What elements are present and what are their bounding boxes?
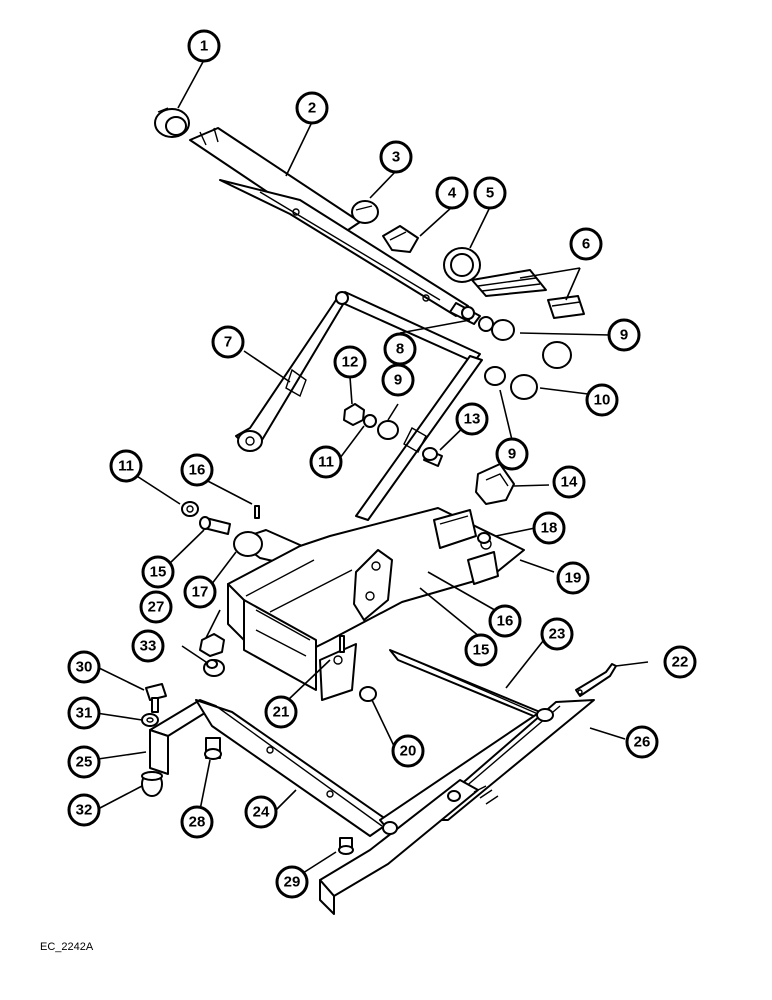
- parts-8-9-10-bushings: [377, 316, 572, 440]
- callout-11a: 11: [309, 445, 343, 479]
- svg-text:15: 15: [473, 642, 490, 659]
- callout-19: 19: [556, 561, 590, 595]
- svg-text:8: 8: [396, 341, 404, 358]
- svg-text:9: 9: [394, 372, 402, 389]
- part-13-screw: [422, 447, 443, 467]
- svg-text:12: 12: [342, 354, 359, 371]
- callout-24: 24: [244, 795, 278, 829]
- callout-1: 1: [187, 29, 221, 63]
- svg-text:17: 17: [192, 584, 209, 601]
- svg-text:24: 24: [253, 804, 270, 821]
- callout-28: 28: [180, 805, 214, 839]
- svg-text:31: 31: [76, 705, 93, 722]
- callout-9a: 9: [607, 318, 641, 352]
- parts-20-21: [339, 635, 377, 702]
- callout-10: 10: [585, 383, 619, 417]
- callout-18: 18: [532, 511, 566, 545]
- callout-16b: 16: [488, 604, 522, 638]
- svg-text:32: 32: [76, 802, 93, 819]
- svg-text:9: 9: [620, 327, 628, 344]
- svg-text:15: 15: [150, 564, 167, 581]
- svg-text:14: 14: [561, 474, 578, 491]
- svg-text:26: 26: [634, 734, 651, 751]
- callout-27: 27: [139, 590, 173, 624]
- callout-29: 29: [275, 865, 309, 899]
- callout-25: 25: [67, 745, 101, 779]
- svg-text:16: 16: [189, 462, 206, 479]
- callout-9c: 9: [495, 437, 529, 471]
- part-7-upper-frame: [235, 291, 483, 521]
- svg-text:21: 21: [273, 704, 290, 721]
- part-22-strap: [575, 663, 617, 697]
- svg-text:1: 1: [200, 38, 208, 55]
- part-4-bracket: [382, 225, 419, 253]
- parts-artwork: [141, 107, 617, 915]
- callout-13: 13: [455, 402, 489, 436]
- callout-21: 21: [264, 695, 298, 729]
- small-hardware: [141, 633, 354, 855]
- callout-22: 22: [663, 645, 697, 679]
- svg-text:27: 27: [148, 599, 165, 616]
- callout-7: 7: [211, 325, 245, 359]
- svg-text:19: 19: [565, 570, 582, 587]
- svg-text:5: 5: [486, 185, 494, 202]
- svg-text:4: 4: [448, 185, 457, 202]
- svg-text:25: 25: [76, 754, 93, 771]
- svg-text:6: 6: [582, 236, 590, 253]
- callout-17: 17: [183, 575, 217, 609]
- callout-9b: 9: [381, 363, 415, 397]
- svg-text:28: 28: [189, 814, 206, 831]
- callout-30: 30: [67, 650, 101, 684]
- svg-text:10: 10: [594, 392, 611, 409]
- callout-3: 3: [379, 140, 413, 174]
- callout-31: 31: [67, 696, 101, 730]
- part-18-bolt: [477, 532, 491, 544]
- svg-text:7: 7: [224, 334, 232, 351]
- svg-text:23: 23: [549, 626, 566, 643]
- parts-11-12-washer-nut: [181, 403, 377, 517]
- callout-14: 14: [552, 465, 586, 499]
- svg-text:29: 29: [284, 874, 301, 891]
- callout-4: 4: [435, 176, 469, 210]
- callout-15a: 15: [141, 555, 175, 589]
- part-5-roller: [443, 247, 481, 283]
- part-1-bushing: [154, 107, 190, 138]
- callout-20: 20: [391, 734, 425, 768]
- svg-text:18: 18: [541, 520, 558, 537]
- callout-16a: 16: [180, 453, 214, 487]
- callout-32: 32: [67, 793, 101, 827]
- callout-11b: 11: [109, 449, 143, 483]
- svg-text:16: 16: [497, 613, 514, 630]
- callout-33: 33: [131, 629, 165, 663]
- part-2-upper-shaft: [189, 127, 481, 325]
- callout-12: 12: [333, 345, 367, 379]
- svg-text:2: 2: [308, 100, 316, 117]
- parts-24-25-26-lower-frame: [149, 699, 595, 915]
- callout-26: 26: [625, 725, 659, 759]
- callout-6: 6: [569, 227, 603, 261]
- callouts: 1 2 3 4 5 6 7 8 9 9 9 10 11 11 12 13 14 …: [67, 29, 697, 899]
- callout-5: 5: [473, 176, 507, 210]
- svg-text:20: 20: [400, 743, 417, 760]
- svg-text:13: 13: [464, 411, 481, 428]
- svg-text:30: 30: [76, 659, 93, 676]
- callout-23: 23: [540, 617, 574, 651]
- callout-8: 8: [383, 332, 417, 366]
- svg-text:9: 9: [508, 446, 516, 463]
- svg-text:33: 33: [140, 638, 157, 655]
- svg-text:11: 11: [118, 458, 134, 475]
- figure-code: EC_2242A: [40, 941, 94, 953]
- callout-2: 2: [295, 91, 329, 125]
- callout-15b: 15: [464, 633, 498, 667]
- part-3-spacer: [351, 200, 379, 224]
- svg-text:3: 3: [392, 149, 400, 166]
- svg-text:22: 22: [672, 654, 689, 671]
- svg-text:11: 11: [318, 454, 334, 471]
